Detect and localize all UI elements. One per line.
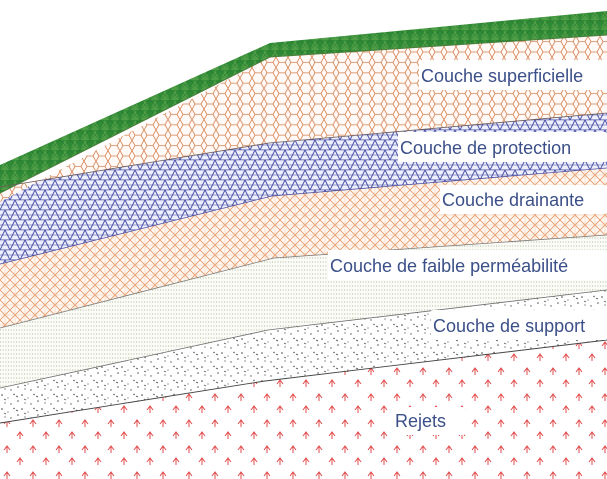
- svg-text:Rejets: Rejets: [395, 411, 446, 431]
- svg-text:Couche de faible perméabilité: Couche de faible perméabilité: [330, 256, 568, 276]
- layer-label-rejets: Rejets: [391, 407, 465, 435]
- rejets-layer: [0, 340, 607, 479]
- boundary-line-faible: [0, 289, 607, 389]
- layer-label-support: Couche de support: [431, 310, 607, 340]
- boundary-line-top: [0, 34, 607, 194]
- boundary-line-support: [0, 339, 607, 424]
- boundary-line-superficielle: [0, 112, 607, 188]
- svg-text:Couche superficielle: Couche superficielle: [421, 66, 583, 86]
- layer-label-superficielle: Couche superficielle: [419, 60, 607, 90]
- boundary-line-protection: [0, 167, 607, 265]
- svg-text:Couche drainante: Couche drainante: [442, 190, 584, 210]
- vegetation-layer: [0, 11, 607, 193]
- svg-text:Couche de protection: Couche de protection: [400, 138, 571, 158]
- boundary-line-drainante: [0, 234, 607, 329]
- layer-label-drainante: Couche drainante: [440, 185, 607, 214]
- layer-label-protection: Couche de protection: [398, 132, 607, 162]
- layer-label-faible-permeabilite: Couche de faible perméabilité: [328, 250, 607, 280]
- svg-text:Couche de support: Couche de support: [433, 316, 585, 336]
